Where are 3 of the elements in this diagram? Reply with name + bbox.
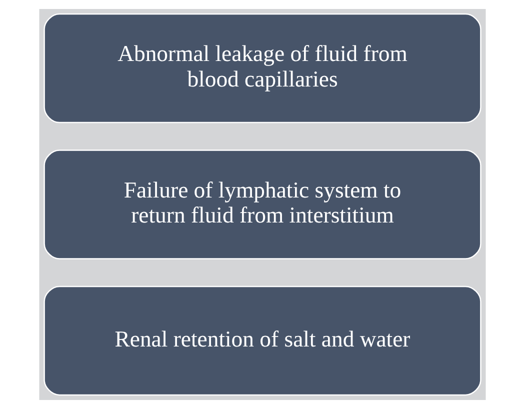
node-box: Renal retention of salt and water bbox=[43, 285, 481, 396]
node-box: Abnormal leakage of fluid from blood capillaries bbox=[43, 12, 481, 123]
node-box: Failure of lymphatic system to return fluid from interstitium bbox=[43, 149, 481, 259]
